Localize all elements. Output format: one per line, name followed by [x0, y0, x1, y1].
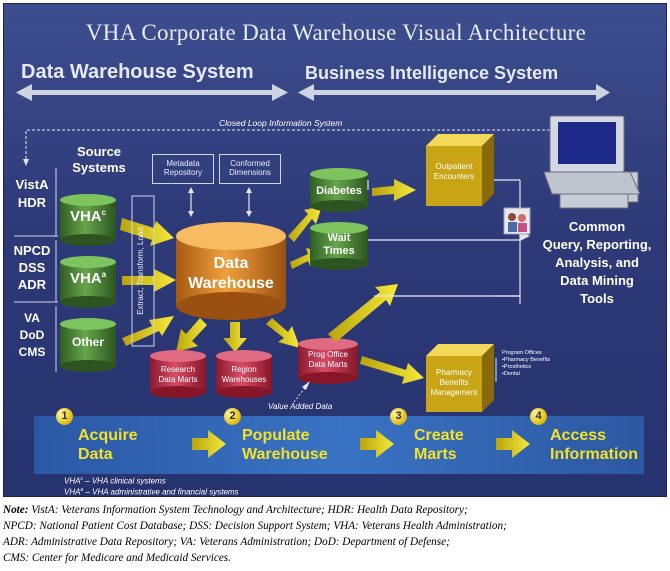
step-4-badge: 4 [530, 408, 547, 425]
diagram-title: VHA Corporate Data Warehouse Visual Arch… [85, 20, 587, 45]
value-added-data-label: Value Added Data [268, 402, 333, 411]
program-offices-list: Program Offices•Pharmacy Benefits•Prosth… [502, 350, 551, 377]
step-2-badge: 2 [224, 408, 241, 425]
outpatient-cube [426, 134, 494, 206]
other-cylinder-label: Other [71, 335, 104, 349]
footnote-administrative: VHAa – VHA administrative and financial … [64, 487, 239, 497]
footnote-clinical: VHAc – VHA clinical systems [64, 476, 166, 486]
vha-admin-cylinder-label: VHAa [69, 270, 107, 287]
etl-label: Extract, Transform, Load [136, 227, 145, 315]
computer-icon [543, 115, 641, 209]
warehouse-cylinder [176, 222, 286, 320]
figure-caption: Note: VistA: Veterans Information System… [3, 502, 667, 566]
note-label: Note: [3, 504, 29, 516]
bi-span-arrow [298, 84, 610, 101]
diabetes-mart-label: Diabetes [316, 185, 362, 197]
caption-line-3: ADR: Administrative Data Repository; VA:… [3, 536, 450, 548]
step-1-badge: 1 [56, 408, 73, 425]
dw-span-arrow [16, 84, 288, 101]
vha-clinical-cylinder-label: VHAc [69, 208, 107, 225]
caption-line-4: CMS: Center for Medicare and Medicaid Se… [3, 552, 231, 564]
pharmacy-cube [426, 344, 494, 412]
caption-line-2: NPCD: National Patient Cost Database; DS… [3, 520, 507, 532]
process-band [34, 416, 644, 474]
caption-line-1: VistA: Veterans Information System Techn… [28, 504, 468, 516]
step-3-badge: 3 [390, 408, 407, 425]
red-cylinders [150, 338, 358, 398]
source-cylinders [60, 194, 116, 372]
section-data-warehouse: Data Warehouse System [21, 61, 254, 83]
diagram-graphics [14, 84, 644, 474]
closed-loop-label: Closed Loop Information System [219, 118, 343, 128]
mart-cylinders [310, 168, 368, 270]
section-business-intelligence: Business Intelligence System [305, 63, 559, 83]
architecture-diagram: VHA Corporate Data Warehouse Visual Arch… [3, 3, 667, 497]
